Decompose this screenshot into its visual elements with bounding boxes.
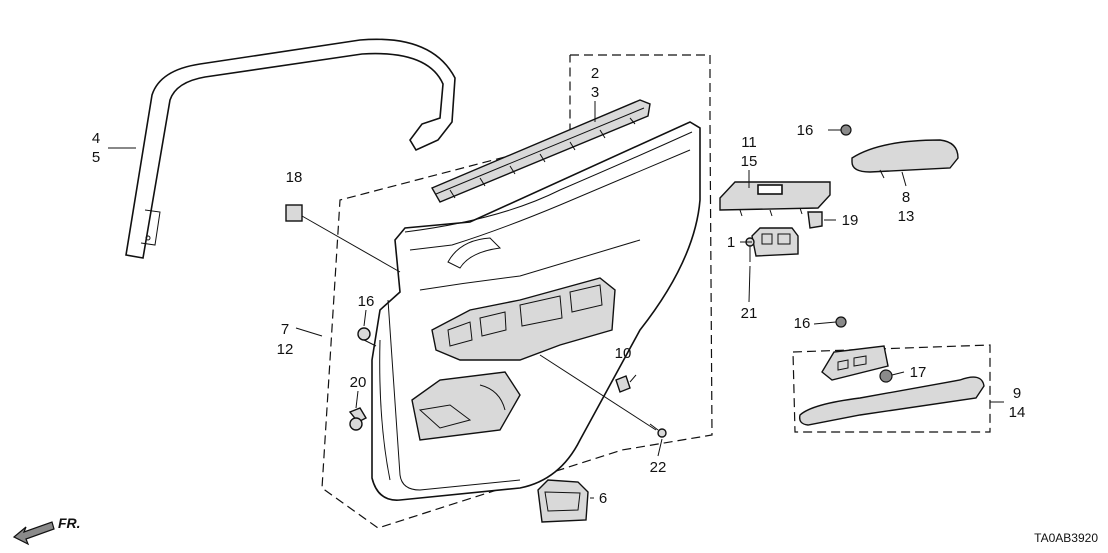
callout-15: 15 [741, 153, 758, 170]
leader-21 [748, 265, 751, 303]
push-clip [348, 407, 367, 431]
callout-5: 5 [92, 149, 100, 166]
front-direction-arrow [12, 521, 55, 546]
leader-7-12 [295, 327, 323, 337]
leader-10 [629, 374, 637, 383]
callout-3: 3 [591, 84, 599, 101]
callout-4: 4 [92, 130, 100, 147]
callout-17: 17 [910, 364, 927, 381]
grommet-screw-mid [835, 316, 847, 328]
leader-22-panel [539, 354, 657, 431]
callout-9: 9 [1013, 385, 1021, 402]
switch-clip [807, 211, 823, 229]
grommet-screw-left [357, 327, 377, 347]
callout-8: 8 [902, 189, 910, 206]
callout-19: 19 [842, 212, 859, 229]
callout-16-mid: 16 [794, 315, 811, 332]
armrest-bracket-slots [447, 284, 603, 347]
switch-panel-opening [757, 184, 783, 195]
pocket-trim [537, 479, 589, 523]
callout-18: 18 [286, 169, 303, 186]
leader-16-mid [813, 321, 837, 325]
armrest-switch-bracket-slots [837, 355, 867, 371]
leader-8-13 [901, 171, 907, 187]
leader-22 [657, 438, 663, 457]
sash-molding [125, 38, 456, 259]
callout-12: 12 [277, 341, 294, 358]
door-pocket [411, 371, 521, 441]
switch-panel-tabs [739, 207, 803, 217]
callout-1: 1 [727, 234, 735, 251]
clip-nut [285, 204, 303, 222]
leader-20 [355, 390, 359, 409]
power-window-switch-buttons [761, 233, 791, 245]
armrest-pad-tab [879, 169, 885, 179]
armrest-garnish [798, 376, 985, 426]
switch-panel [719, 181, 831, 211]
tapping-screw-22 [649, 423, 667, 438]
armrest-bracket [431, 277, 616, 361]
door-lining-assembly-outline [321, 54, 713, 529]
callout-22: 22 [650, 459, 667, 476]
door-pocket-inner [418, 384, 506, 429]
callout-11: 11 [741, 134, 757, 151]
grommet-screw-top [840, 124, 852, 136]
weatherstrip-ribs [435, 107, 645, 199]
door-lining-lower-edge [379, 299, 521, 491]
callout-2: 2 [591, 65, 599, 82]
leader-16-left [363, 309, 367, 327]
sash-molding-clip [140, 209, 161, 246]
leader-17 [891, 371, 905, 376]
power-window-switch [751, 227, 799, 257]
door-lining-upper-trim [404, 131, 693, 291]
callout-21: 21 [741, 305, 758, 322]
diagram-code: TA0AB3920 [1034, 531, 1098, 545]
callout-14: 14 [1009, 404, 1026, 421]
callout-16-left: 16 [358, 293, 375, 310]
callout-7: 7 [281, 321, 289, 338]
front-marker-label: FR. [58, 515, 81, 531]
callout-6: 6 [599, 490, 607, 507]
trim-clip [615, 375, 631, 393]
callout-16-top: 16 [797, 122, 814, 139]
armrest-pad [851, 139, 959, 173]
leader-18-panel [301, 215, 401, 273]
armrest-switch-bracket [821, 345, 889, 381]
sash-molding-hole [145, 235, 151, 241]
armrest-cap [879, 369, 893, 383]
callout-13: 13 [898, 208, 915, 225]
callout-20: 20 [350, 374, 367, 391]
armrest-set-outline [792, 344, 991, 433]
callout-10: 10 [615, 345, 632, 362]
pocket-trim-opening [544, 491, 581, 512]
door-grab-handle [447, 237, 502, 269]
